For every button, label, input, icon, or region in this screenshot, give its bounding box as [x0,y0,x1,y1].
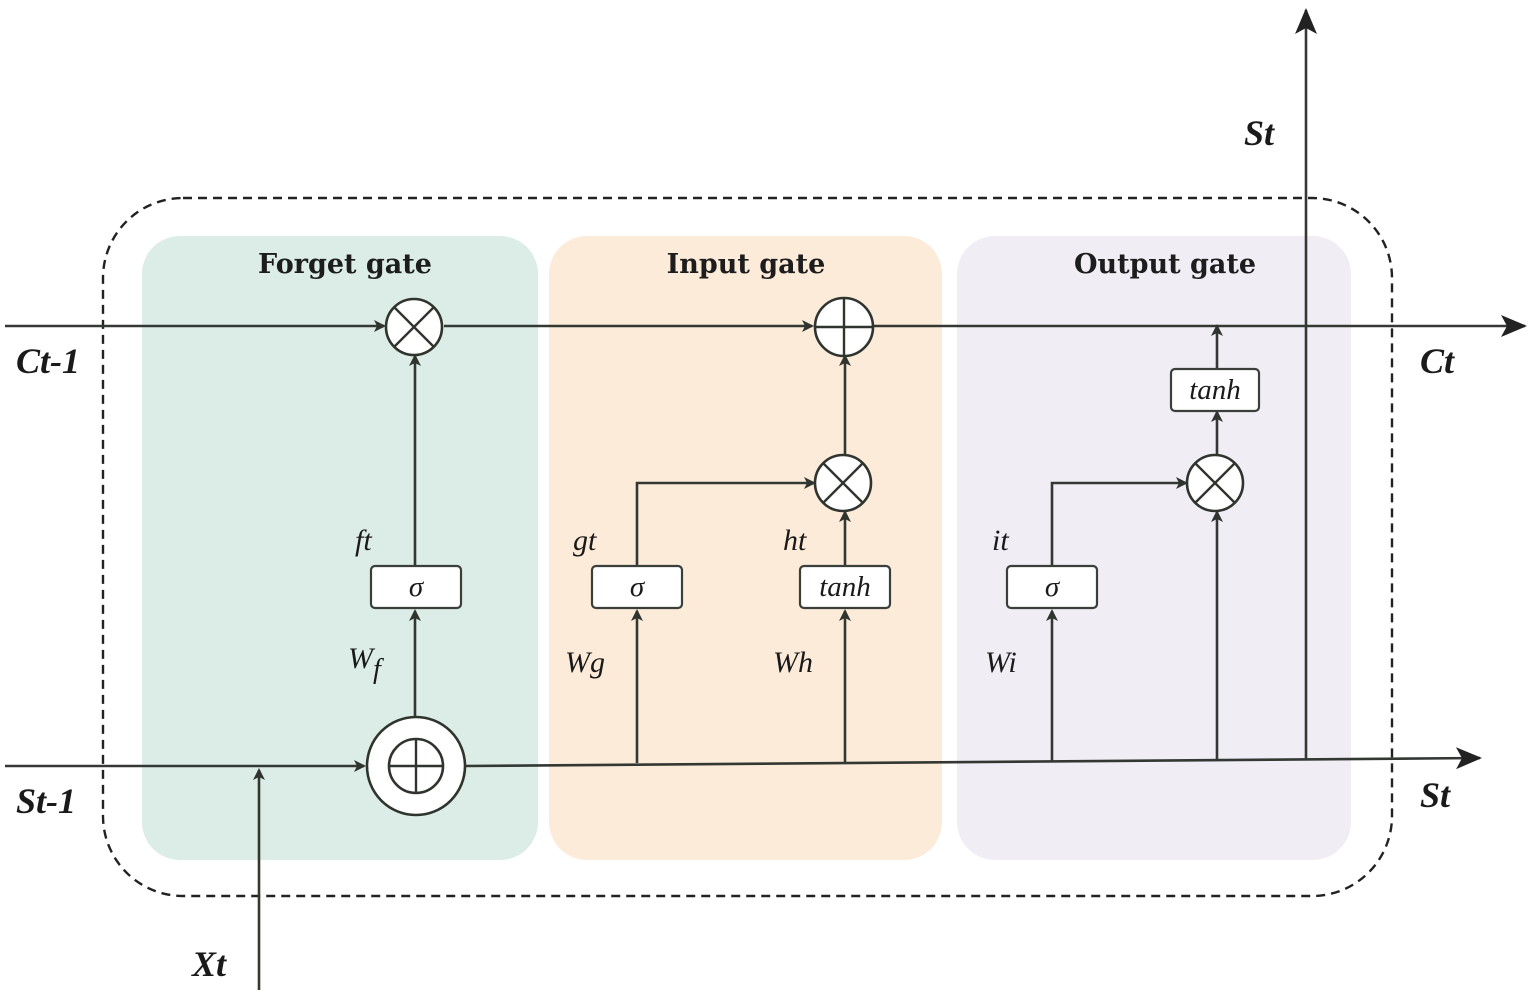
cell-boundary [101,196,1394,898]
cell-add-icon [813,296,875,358]
output-tanh-label: tanh [1189,374,1241,406]
input-tanh-label: tanh [819,571,871,603]
concat-add-icon [365,715,467,817]
forget-multiply-icon [384,297,444,357]
wi-label: Wi [985,646,1017,679]
ft-label: ft [355,524,372,557]
forget-gate-panel [142,236,538,860]
gt-label: gt [573,524,597,557]
s-next-label: St [1420,775,1451,815]
hidden-state-out-line [464,747,1482,770]
input-multiply-icon [813,453,873,513]
output-tanh-box: tanh [1169,367,1261,413]
output-gate-title: Output gate [1074,249,1256,280]
forget-gate-title: Forget gate [258,249,432,280]
wg-label: Wg [565,646,605,679]
ht-label: ht [783,524,807,557]
output-sigma-label: σ [1045,571,1061,603]
output-it-line [1050,477,1188,566]
output-sigma-box: σ [1005,564,1099,610]
forget-sigma-box: σ [369,564,463,610]
input-tanh-box: tanh [798,564,892,610]
output-gate-panel [957,236,1351,860]
wf-main: W [348,642,376,675]
forget-sigma-label: σ [409,571,425,603]
wf-label: Wf [348,642,384,685]
wf-subscript: f [373,654,384,685]
c-prev-label: Ct-1 [16,341,80,381]
wh-label: Wh [773,646,813,679]
s-prev-label: St-1 [16,781,76,821]
s-top-label: St [1244,113,1275,153]
input-gt-line [635,477,816,566]
output-multiply-icon [1185,453,1245,513]
xt-label: Xt [191,944,227,984]
input-gate-panel [549,236,942,860]
input-sigma-box: σ [590,564,684,610]
input-sigma-label: σ [630,571,646,603]
c-next-label: Ct [1420,341,1455,381]
it-label: it [992,524,1009,557]
input-gate-title: Input gate [667,249,826,280]
